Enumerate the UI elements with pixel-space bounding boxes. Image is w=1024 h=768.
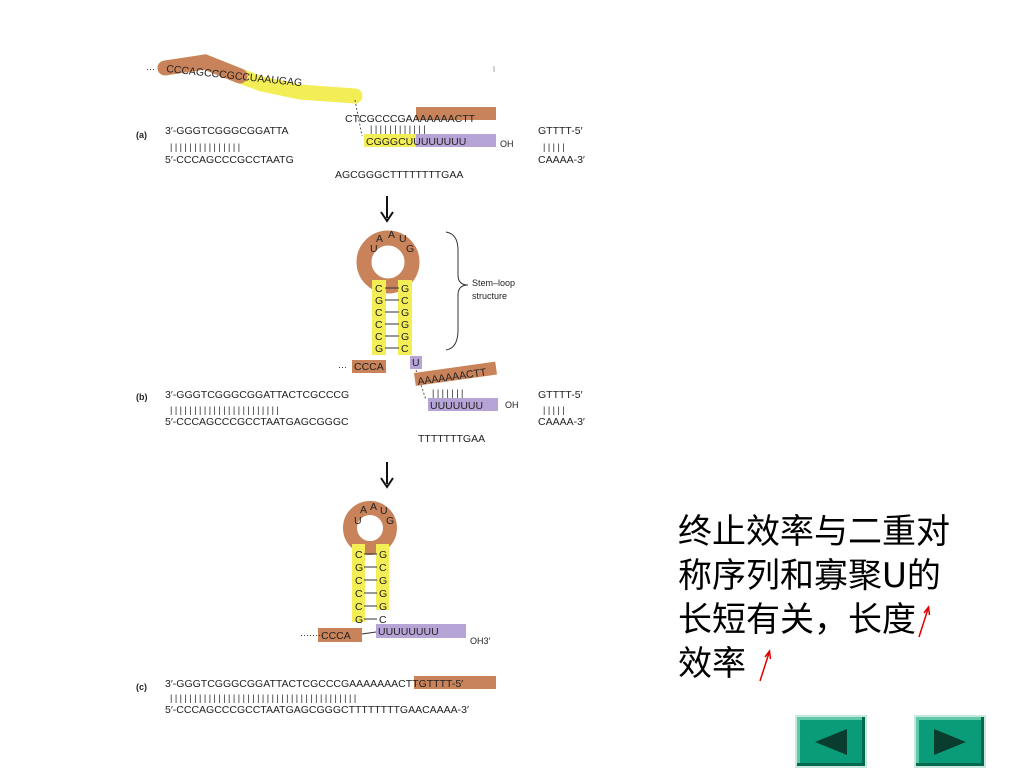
tail-left-b: CCCA	[354, 361, 384, 373]
oh-b: OH	[505, 400, 519, 410]
down-arrow-icon	[380, 196, 394, 223]
down-arrow-icon	[380, 462, 394, 489]
svg-text:G: G	[355, 562, 363, 574]
svg-text:| | | | | | | | | | | | | | |: | | | | | | | | | | | | | | |	[170, 142, 240, 152]
panel-a: ··· CCCAGCCCGCCUAAUGAG (a) 3′-GGGTCGGGCG…	[136, 54, 585, 181]
svg-text:U: U	[380, 505, 388, 517]
note-line-4: 效率	[678, 644, 746, 684]
svg-text:········: ········	[300, 630, 324, 640]
svg-text:G: G	[406, 243, 414, 255]
annotation-text: 终止效率与二重对 称序列和寡聚U的 长短有关，长度 效率	[678, 510, 1008, 686]
svg-text:| | | | |: | | | | |	[543, 142, 565, 152]
rna-tail-orange	[157, 54, 248, 84]
note-line-1: 终止效率与二重对	[678, 512, 950, 552]
svg-text:C: C	[375, 319, 383, 331]
dna-top-c: 3′-GGGTCGGGCGGATTACTCGCCCGAAAAAAACTTGTTT…	[165, 678, 463, 690]
svg-text:C: C	[375, 283, 383, 295]
svg-text:C: C	[355, 588, 363, 600]
svg-text:G: G	[401, 331, 409, 343]
svg-text:G: G	[375, 343, 383, 355]
svg-text:| | | | | | | | | | | | | | |: | | | | | | | | | | | | | | | | | | | | …	[170, 693, 356, 703]
panel-c: U A A U G C G C C C G G C G G G C ···	[136, 501, 496, 716]
oh3-c: OH3′	[470, 636, 491, 646]
panel-b: U A A U G C G C C C G G C G G G C	[136, 229, 585, 445]
bottom-bubble-seq-a: AGCGGGCTTTTTTTTGAA	[335, 169, 463, 181]
tail-left-c: CCCA	[321, 630, 351, 642]
svg-text:C: C	[401, 343, 409, 355]
next-slide-button[interactable]	[914, 715, 986, 768]
svg-text:A: A	[370, 501, 377, 513]
svg-text:G: G	[375, 295, 383, 307]
svg-text:U: U	[370, 243, 378, 255]
svg-text:G: G	[379, 588, 387, 600]
dna-bottom-c: 5′-CCCAGCCCGCCTAATGAGCGGGCTTTTTTTTGAACAA…	[165, 704, 469, 716]
panel-label-c: (c)	[136, 682, 147, 692]
svg-text:G: G	[379, 549, 387, 561]
oh-a: OH	[500, 139, 514, 149]
previous-slide-button[interactable]	[795, 715, 867, 768]
top-bubble-seq-a: CTCGCCCGAAAAAAACTT	[345, 113, 476, 125]
svg-text:A: A	[376, 233, 383, 245]
triangle-right-icon	[934, 729, 966, 755]
stem-loop-bracket	[445, 231, 469, 351]
dna-bottom-right-a: CAAAA-3′	[538, 154, 585, 166]
svg-text:| | | | |: | | | | |	[543, 405, 565, 415]
svg-text:C: C	[379, 614, 387, 626]
svg-text:···: ···	[338, 362, 347, 372]
svg-text:G: G	[401, 283, 409, 295]
svg-text:U: U	[399, 233, 407, 245]
rna-hybrid-a: CGGGCUUUUUUUU	[366, 136, 466, 148]
tail-right-b: U	[412, 357, 420, 369]
svg-text:···: ···	[146, 64, 155, 74]
svg-text:U: U	[354, 515, 362, 527]
svg-text:G: G	[379, 575, 387, 587]
svg-text:G: G	[401, 307, 409, 319]
note-line-2: 称序列和寡聚U的	[678, 556, 941, 596]
panel-label-b: (b)	[136, 392, 148, 402]
stem-c: C G C C C G G C G G G C	[355, 549, 387, 626]
svg-text:| | | | | | | | | | | | | | |: | | | | | | | | | | | | | | | | | | | | …	[170, 405, 279, 415]
red-up-arrow-icon	[759, 648, 772, 681]
panel-label-a: (a)	[136, 130, 147, 140]
svg-text:A: A	[388, 229, 395, 241]
bottom-bubble-seq-b: TTTTTTTGAA	[418, 433, 485, 445]
dna-bottom-left-b: 5′-CCCAGCCCGCCTAATGAGCGGGC	[165, 416, 349, 428]
svg-text:G: G	[386, 515, 394, 527]
svg-text:C: C	[379, 562, 387, 574]
svg-text:G: G	[379, 601, 387, 613]
svg-text:C: C	[375, 307, 383, 319]
tail-right-c: UUUUUUUU	[378, 626, 439, 638]
svg-text:G: G	[401, 319, 409, 331]
svg-text:A: A	[360, 504, 367, 516]
svg-text:C: C	[355, 601, 363, 613]
svg-text:C: C	[375, 331, 383, 343]
dna-bottom-left-a: 5′-CCCAGCCCGCCTAATG	[165, 154, 294, 166]
dna-bottom-right-b: CAAAA-3′	[538, 416, 585, 428]
svg-text:C: C	[401, 295, 409, 307]
stem-loop-label-1: Stem–loop	[472, 278, 515, 288]
svg-text:C: C	[355, 575, 363, 587]
dna-top-right-a: GTTTT-5′	[538, 125, 583, 137]
stem-b: C G C C C G G C G G G C	[375, 283, 409, 355]
stem-loop-ring	[356, 230, 420, 294]
svg-text:| | | | | | |: | | | | | | |	[432, 388, 463, 398]
dna-top-left-b: 3′-GGGTCGGGCGGATTACTCGCCCG	[165, 389, 349, 401]
svg-text:| | | | | | | | | | | |: | | | | | | | | | | | |	[370, 124, 426, 134]
svg-text:C: C	[355, 549, 363, 561]
stem-loop-label-2: structure	[472, 291, 507, 301]
rna-hybrid-b: UUUUUUU	[430, 400, 483, 412]
svg-text:G: G	[355, 614, 363, 626]
termination-diagram: ··· CCCAGCCCGCCUAAUGAG (a) 3′-GGGTCGGGCG…	[136, 54, 585, 716]
stem-loop-ring-c	[343, 501, 397, 555]
red-up-arrow-icon	[918, 604, 931, 637]
note-line-3: 长短有关，长度	[678, 600, 916, 640]
dna-top-right-b: GTTTT-5′	[538, 389, 583, 401]
dna-top-left-a: 3′-GGGTCGGGCGGATTA	[165, 125, 289, 137]
triangle-left-icon	[815, 729, 847, 755]
